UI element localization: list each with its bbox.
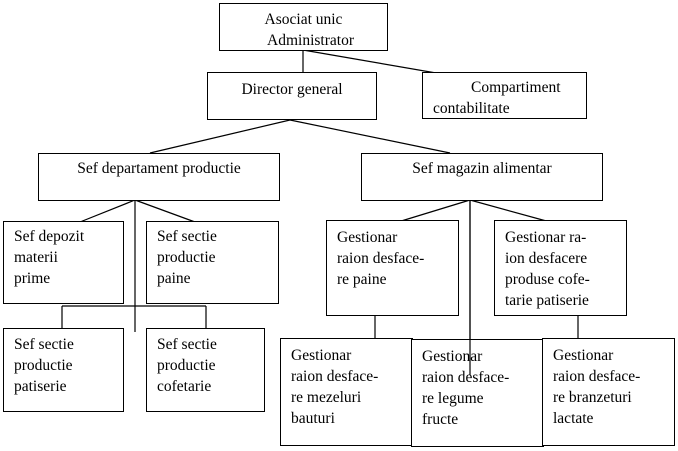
patiserie-line-1: Sef sectie bbox=[14, 336, 74, 353]
raion-legume-line-4: fructe bbox=[422, 411, 459, 428]
paine-sectie-line-2: productie bbox=[157, 249, 216, 266]
sef-depozit-materii-prime-box: Sef depozit materii prime bbox=[3, 221, 124, 304]
raion-paine-line-1: Gestionar bbox=[337, 229, 398, 246]
cofetarie-line-3: cofetarie bbox=[157, 378, 212, 395]
cofetarie-line-2: productie bbox=[157, 357, 216, 374]
raion-branzeturi-line-4: lactate bbox=[553, 410, 594, 427]
depozit-line-2: materii bbox=[14, 249, 58, 266]
raion-mezeluri-line-4: bauturi bbox=[291, 410, 335, 427]
raion-mezeluri-line-1: Gestionar bbox=[291, 347, 352, 364]
compartiment-contabilitate-box: Compartiment contabilitate bbox=[422, 72, 587, 119]
gestionar-raion-legume-box: Gestionar raion desface- re legume fruct… bbox=[411, 339, 544, 447]
director-general-box: Director general bbox=[207, 72, 377, 120]
depozit-line-3: prime bbox=[14, 270, 51, 287]
raion-cofetarie-line-4: tarie patiserie bbox=[505, 292, 589, 309]
sef-magazin-alimentar-box: Sef magazin alimentar bbox=[361, 153, 603, 201]
asociat-unic-box: Asociat unic Administrator bbox=[219, 3, 388, 51]
magazin-line: Sef magazin alimentar bbox=[412, 160, 552, 177]
raion-cofetarie-line-3: produse cofe- bbox=[505, 271, 590, 288]
sef-sectie-productie-patiserie-box: Sef sectie productie patiserie bbox=[3, 328, 124, 412]
paine-sectie-line-1: Sef sectie bbox=[157, 228, 217, 245]
raion-legume-line-2: raion desface- bbox=[422, 369, 510, 386]
depozit-line-1: Sef depozit bbox=[14, 228, 85, 245]
director-line: Director general bbox=[241, 81, 343, 98]
paine-sectie-line-3: paine bbox=[157, 270, 191, 287]
cofetarie-line-1: Sef sectie bbox=[157, 336, 217, 353]
gestionar-raion-mezeluri-box: Gestionar raion desface- re mezeluri bau… bbox=[280, 338, 413, 446]
raion-mezeluri-line-3: re mezeluri bbox=[291, 389, 362, 406]
sef-sectie-productie-cofetarie-box: Sef sectie productie cofetarie bbox=[146, 328, 265, 412]
contabilitate-line-1: Compartiment bbox=[471, 79, 561, 96]
raion-cofetarie-line-2: ion desfacere bbox=[505, 250, 588, 267]
raion-cofetarie-line-1: Gestionar ra- bbox=[505, 229, 587, 246]
raion-mezeluri-line-2: raion desface- bbox=[291, 368, 379, 385]
productie-line: Sef departament productie bbox=[77, 160, 241, 177]
gestionar-raion-cofetarie-box: Gestionar ra- ion desfacere produse cofe… bbox=[494, 220, 627, 316]
asociat-line-1: Asociat unic bbox=[264, 11, 343, 28]
raion-branzeturi-line-3: re branzeturi bbox=[553, 389, 632, 406]
raion-legume-line-1: Gestionar bbox=[422, 348, 483, 365]
patiserie-line-2: productie bbox=[14, 357, 73, 374]
raion-paine-line-2: raion desface- bbox=[337, 250, 425, 267]
gestionar-raion-paine-box: Gestionar raion desface- re paine bbox=[326, 220, 459, 316]
raion-branzeturi-line-1: Gestionar bbox=[553, 347, 614, 364]
sef-departament-productie-box: Sef departament productie bbox=[38, 153, 280, 201]
asociat-line-2: Administrator bbox=[267, 32, 354, 49]
patiserie-line-3: patiserie bbox=[14, 378, 67, 395]
raion-branzeturi-line-2: raion desface- bbox=[553, 368, 641, 385]
gestionar-raion-branzeturi-box: Gestionar raion desface- re branzeturi l… bbox=[542, 338, 675, 446]
contabilitate-line-2: contabilitate bbox=[433, 100, 510, 117]
sef-sectie-productie-paine-box: Sef sectie productie paine bbox=[146, 221, 279, 304]
raion-legume-line-3: re legume bbox=[422, 390, 484, 407]
raion-paine-line-3: re paine bbox=[337, 271, 387, 288]
